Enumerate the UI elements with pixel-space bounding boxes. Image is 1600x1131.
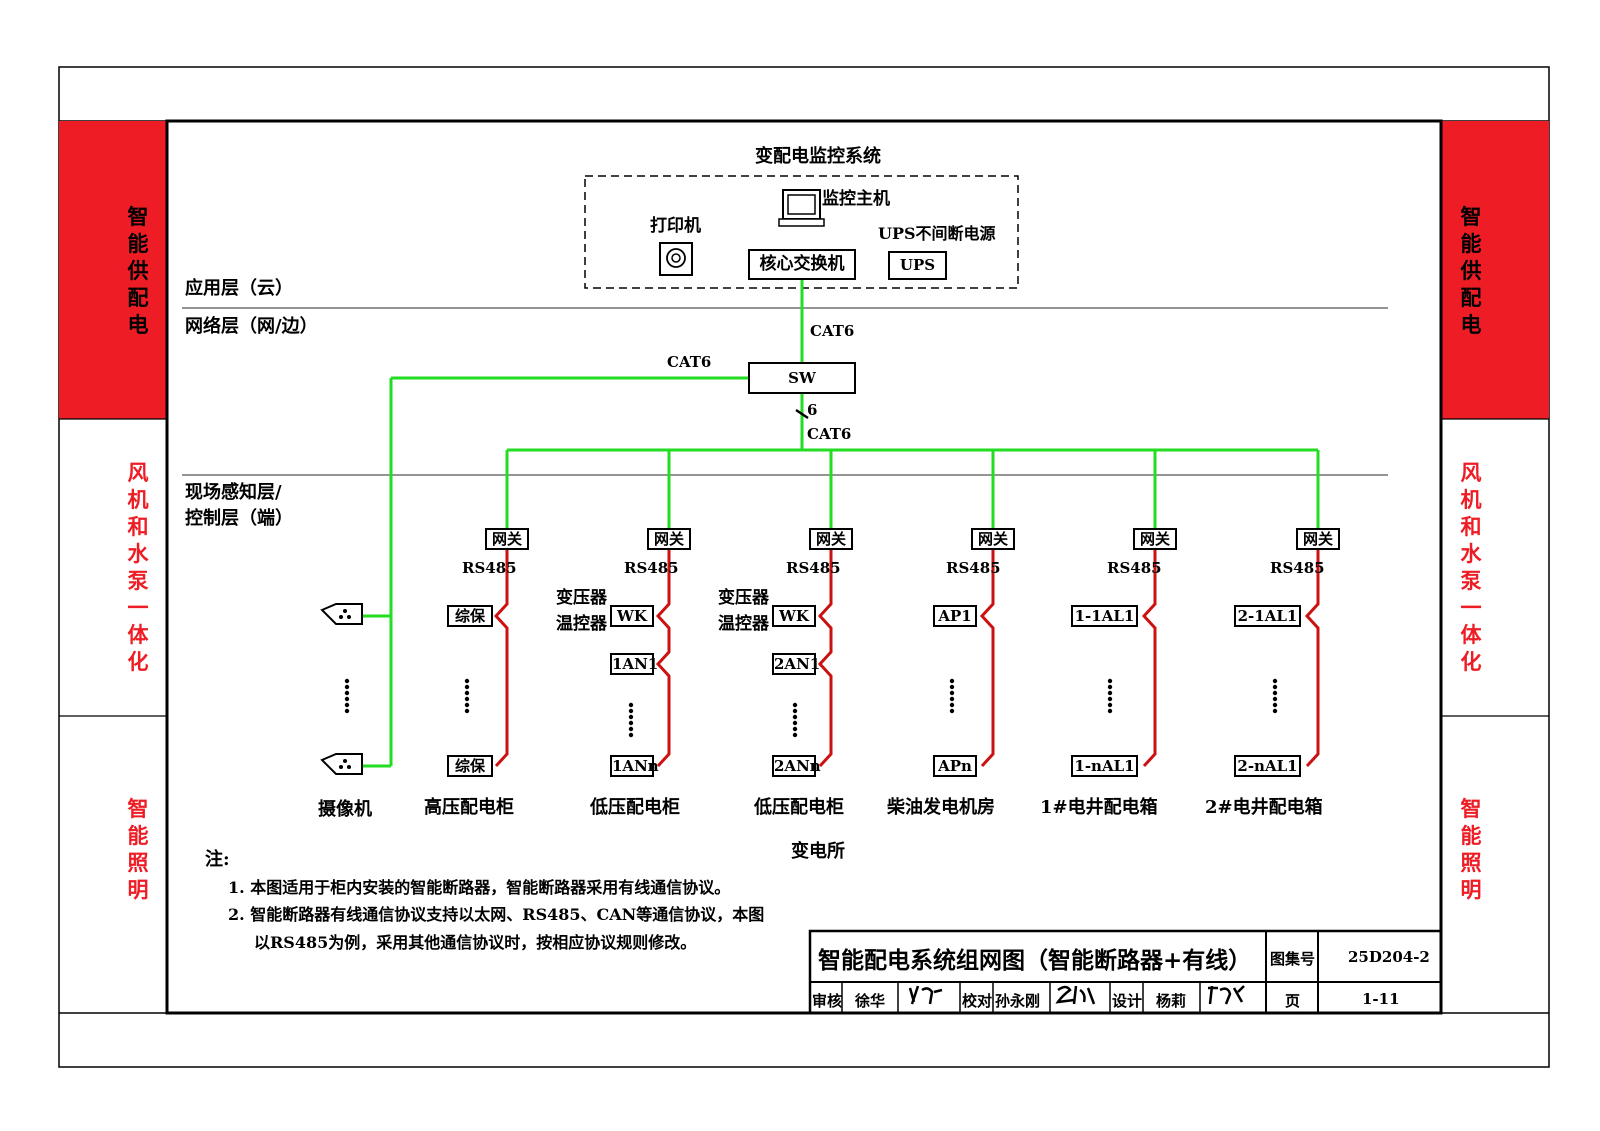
column-label-shaft2: 2#电井配电箱 [1205,797,1323,818]
ups-label: UPS不间断电源 [878,224,996,243]
printer-label: 打印机 [650,216,701,236]
atlas-label: 图集号 [1270,950,1316,968]
monitoring-system-title: 变配电监控系统 [755,146,881,167]
protection-device-top[interactable]: 综保 [447,605,493,627]
wk-device[interactable]: WK [772,605,816,627]
design-name: 杨莉 [1156,992,1187,1010]
camera-icon-bottom [320,753,363,775]
gateway-box[interactable]: 网关 [809,528,853,550]
side-tab-lighting-right[interactable]: 智能照明 [1460,796,1482,902]
protection-device-bottom[interactable]: 综保 [447,755,493,777]
column-label-lv1: 低压配电柜 [590,797,680,818]
design-label: 设计 [1112,992,1143,1010]
note-line-1: 1. 本图适用于柜内安装的智能断路器，智能断路器采用有线通信协议。 [228,878,731,897]
layer-label-application: 应用层（云） [185,278,293,299]
column-label-hv: 高压配电柜 [424,797,514,818]
sw-switch-box[interactable]: SW [748,362,856,394]
signatures [908,985,1245,1005]
gateway-box[interactable]: 网关 [485,528,529,550]
gateway-box[interactable]: 网关 [971,528,1015,550]
al-device-first[interactable]: 1-1AL1 [1071,605,1138,627]
gateway-box[interactable]: 网关 [1133,528,1177,550]
cat6-label-left: CAT6 [667,353,712,371]
review-name: 徐华 [855,992,886,1010]
page-label: 页 [1285,992,1301,1010]
cable-count-label: 6 [807,401,818,419]
al-device-last[interactable]: 1-nAL1 [1071,755,1138,777]
rs485-label: RS485 [786,559,841,577]
rs485-label: RS485 [946,559,1001,577]
side-tab-power-supply[interactable]: 智能供配电 [127,204,149,337]
column-label-shaft1: 1#电井配电箱 [1040,797,1158,818]
transformer-label: 变压器 [556,588,607,608]
gateway-box[interactable]: 网关 [647,528,691,550]
al-device-first[interactable]: 2-1AL1 [1234,605,1301,627]
page-number: 1-11 [1362,990,1400,1008]
transformer-label: 变压器 [718,588,769,608]
side-tab-lighting[interactable]: 智能照明 [127,796,149,902]
printer-icon [659,242,693,276]
layer-label-network: 网络层（网/边） [185,316,318,337]
side-tab-fan-pump-right[interactable]: 风机和水泵一体化 [1460,460,1482,674]
breaker-device-last[interactable]: 1ANn [610,755,659,777]
notes-heading: 注: [205,849,230,870]
monitor-host-label: 监控主机 [822,189,890,209]
breaker-device-first[interactable]: 1AN1 [610,653,659,675]
check-name: 孙永刚 [995,992,1041,1010]
rs485-label: RS485 [624,559,679,577]
gateway-box[interactable]: 网关 [1296,528,1340,550]
check-label: 校对 [962,992,993,1010]
breaker-device-first[interactable]: 2AN1 [772,653,821,675]
layer-label-field-2: 控制层（端） [185,508,293,529]
note-line-2: 2. 智能断路器有线通信协议支持以太网、RS485、CAN等通信协议，本图 [228,905,765,924]
review-label: 审核 [812,992,843,1010]
column-label-lv2: 低压配电柜 [754,797,844,818]
ap-device-last[interactable]: APn [933,755,977,777]
side-tab-fan-pump[interactable]: 风机和水泵一体化 [127,460,149,674]
note-line-3: 以RS485为例，采用其他通信协议时，按相应协议规则修改。 [254,933,697,952]
atlas-number: 25D204-2 [1348,948,1430,966]
side-tab-power-supply-right[interactable]: 智能供配电 [1460,204,1482,337]
cat6-label-top: CAT6 [810,322,855,340]
al-device-last[interactable]: 2-nAL1 [1234,755,1301,777]
cat6-label-bottom: CAT6 [807,425,852,443]
camera-icon-top [320,603,363,625]
drawing-title: 智能配电系统组网图（智能断路器+有线） [818,947,1252,974]
layer-label-field-1: 现场感知层/ [185,482,282,503]
breaker-device-last[interactable]: 2ANn [772,755,821,777]
column-label-generator: 柴油发电机房 [887,797,995,818]
temperature-controller-label: 温控器 [556,614,607,634]
camera-label: 摄像机 [318,799,372,820]
rs485-label: RS485 [462,559,517,577]
rs485-label: RS485 [1107,559,1162,577]
temperature-controller-label: 温控器 [718,614,769,634]
ap-device-first[interactable]: AP1 [933,605,977,627]
ups-box[interactable]: UPS [888,251,947,280]
rs485-label: RS485 [1270,559,1325,577]
core-switch-box[interactable]: 核心交换机 [748,249,856,280]
wk-device[interactable]: WK [610,605,654,627]
substation-label: 变电所 [791,841,845,862]
monitor-host-icon [778,189,825,227]
